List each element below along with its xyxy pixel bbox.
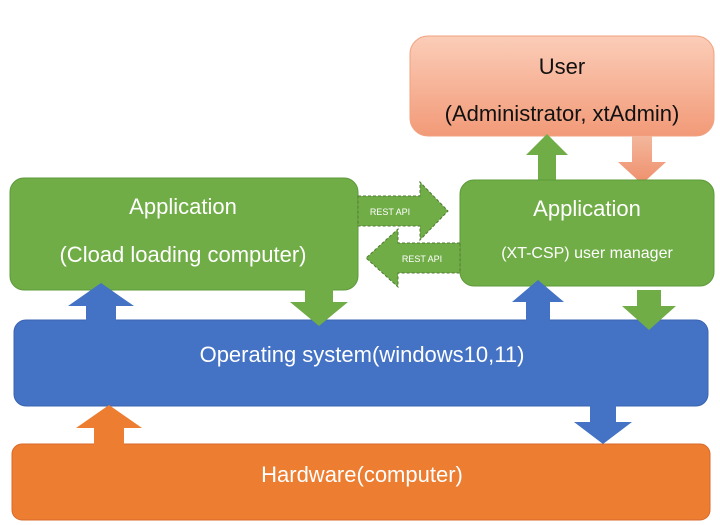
user-box: User (Administrator, xtAdmin) [409,35,715,137]
user-title: User [539,54,585,79]
application-left-subtitle: (Cload loading computer) [59,242,306,267]
rest-api-right-arrow: REST API [357,180,449,242]
operating-system-label: Operating system(windows10,11) [200,342,525,367]
down-arrow-user-to-app [618,136,666,184]
application-left-box: Application (Cload loading computer) [9,177,359,291]
operating-system-box: Operating system(windows10,11) [13,319,709,407]
rest-api-right-label: REST API [370,207,410,217]
up-arrow-hardware-to-os [76,405,142,446]
application-right-box: Application (XT-CSP) user manager [459,179,715,287]
down-arrow-os-to-hardware [574,404,632,444]
down-arrow-left-app-to-os [290,288,348,326]
application-left-title: Application [129,194,237,219]
down-arrow-right-app-to-os [622,290,676,330]
up-arrow-os-to-left-app [68,283,134,330]
up-arrow-os-to-right-app [512,280,564,330]
application-right-subtitle: (XT-CSP) user manager [501,245,673,262]
hardware-box: Hardware(computer) [11,443,711,521]
user-subtitle: (Administrator, xtAdmin) [445,101,680,126]
rest-api-left-label: REST API [402,254,442,264]
application-right-title: Application [533,196,641,221]
rest-api-left-arrow: REST API [365,227,461,289]
hardware-label: Hardware(computer) [261,462,463,487]
up-arrow-app-to-user [526,134,568,180]
